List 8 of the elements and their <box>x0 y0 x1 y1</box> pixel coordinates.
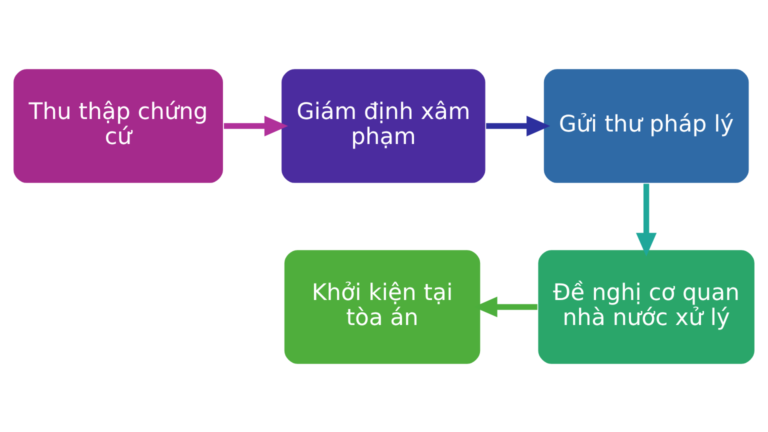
arrow <box>636 183 657 256</box>
node-box: Khởi kiện tại tòa án <box>283 248 482 365</box>
node-box: Đề nghị cơ quan nhà nước xử lý <box>537 248 756 365</box>
node-box: Giám định xâm phạm <box>280 67 486 184</box>
arrow <box>224 115 288 136</box>
arrow <box>486 115 550 136</box>
node-box: Gửi thư pháp lý <box>542 67 750 184</box>
node-box: Thu thập chứng cứ <box>12 67 224 184</box>
